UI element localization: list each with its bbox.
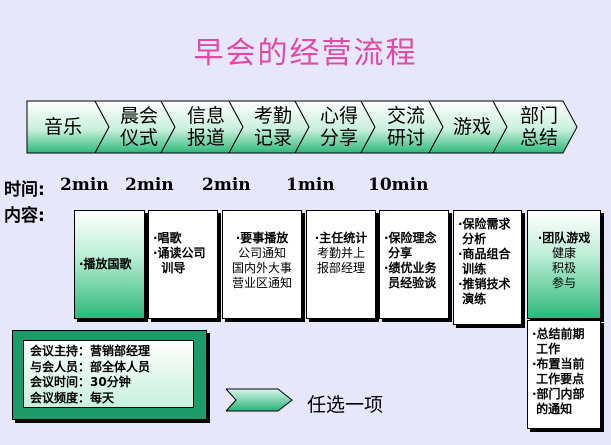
content-line: 工作 [532,342,561,356]
content-label: 内容: [4,206,45,226]
content-line: 参与 [551,276,576,290]
content-line: 的通知 [532,402,573,416]
meeting-info-panel: 会议主持：营销部经理 与会人员：部全体人员 会议时间：30分钟 会议频度：每天 [12,330,207,420]
content-line: 训练 [458,262,487,276]
content-box-sharing: ·保险理念 分享·绩优业务 员经验谈 [379,210,449,319]
content-line: 公司通知 [237,246,286,260]
content-box-summary: ·总结前期 工作·布置当前 工作要点·部门内部 的通知 [527,320,601,429]
content-line: ·保险理念 [384,231,437,245]
step-label-attendance: 考勤 记录 [253,105,292,149]
step-label-game: 游戏 [452,116,491,138]
process-flow [26,100,578,154]
content-line: 报部经理 [316,261,365,275]
content-line: 积极 [551,261,576,275]
duration-attendance: 1min [286,175,335,195]
step-label-music: 音乐 [43,116,82,138]
step-label-discussion: 交流 研讨 [386,105,425,149]
content-line: ·唱歌 [153,231,182,245]
content-line: ·要事播放 [235,231,289,245]
duration-ceremony: 2min [125,175,174,195]
meeting-info-list: 会议主持：营销部经理 与会人员：部全体人员 会议时间：30分钟 会议频度：每天 [23,340,194,408]
content-line: ·绩优业务 [384,261,437,275]
content-line: 健康 [551,246,576,260]
content-line: 员经验谈 [384,276,437,290]
meeting-attendees: 与会人员：部全体人员 [30,359,151,374]
step-label-summary: 部门 总结 [519,105,558,149]
right-arrow-icon [226,388,293,412]
meeting-host: 会议主持：营销部经理 [30,344,151,358]
content-line: ·主任统计 [314,231,368,245]
time-label: 时间: [4,180,45,200]
content-line: ·团队游戏 [537,231,591,245]
meeting-duration: 会议时间：30分钟 [30,375,131,389]
duration-news: 2min [202,175,251,195]
step-label-sharing: 心得 分享 [319,105,358,149]
content-line: 营业区通知 [231,276,292,290]
content-line: ·总结前期 [532,327,585,341]
step-label-news: 信息 报道 [186,105,225,149]
step-chevron-summary [492,100,578,154]
content-line: ·保险需求 [458,217,511,231]
content-line: ·诵读公司 [153,246,206,260]
content-line: 演练 [458,292,487,306]
step-label-ceremony: 晨会 仪式 [119,105,158,149]
content-line: 训导 [153,261,186,275]
content-box-ceremony: ·唱歌·诵读公司 训导 [148,210,218,319]
content-line: 分享 [384,246,413,260]
content-box-discussion: ·保险需求 分析·商品组合 训练·推销技术 演练 [453,210,522,325]
content-line: ·部门内部 [532,387,585,401]
duration-music: 2min [60,175,109,195]
content-box-game: ·团队游戏健康积极参与 [527,210,601,319]
content-line: ·播放国歌 [79,257,132,271]
content-line: 考勤并上 [316,246,365,260]
content-line: 工作要点 [532,372,585,386]
content-box-attendance: ·主任统计考勤并上报部经理 [306,210,376,319]
content-line: 国内外大事 [231,261,292,275]
content-line: 分析 [458,232,487,246]
content-line: ·布置当前 [532,357,585,371]
page-title: 早会的经营流程 [193,36,418,71]
choose-one-label: 任选一项 [307,394,384,416]
content-line: ·商品组合 [458,247,511,261]
content-line: ·推销技术 [458,277,511,291]
meeting-frequency: 会议频度：每天 [30,390,115,405]
content-box-music: ·播放国歌 [74,210,145,319]
duration-sharing: 10min [368,175,429,195]
content-box-news: ·要事播放公司通知国内外大事营业区通知 [222,210,302,319]
